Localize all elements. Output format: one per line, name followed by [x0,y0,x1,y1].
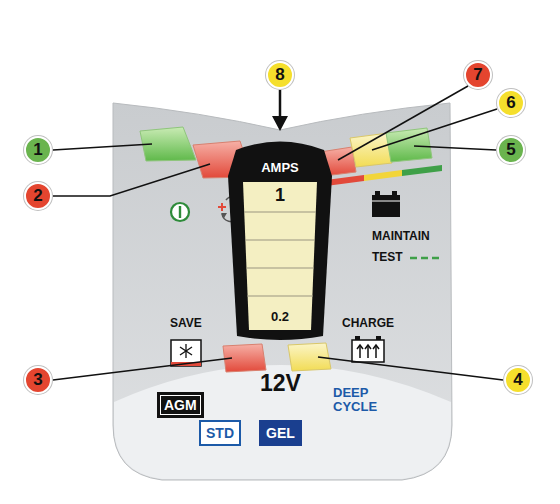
callout-number: 5 [497,136,525,164]
callout-text: 2 [33,186,42,206]
gauge-text: AMPS [228,160,332,175]
battery-type-badge: AGM [157,392,204,418]
callout-text: 5 [506,140,515,160]
callout-number: 1 [24,136,52,164]
callout-number: 8 [266,61,294,89]
mode-label: SAVE [170,316,202,330]
mode-label: CHARGE [342,316,394,330]
callout-text: 4 [513,370,522,390]
callout-text: 8 [275,65,284,85]
battery-type-badge: STD [199,420,241,446]
callout-number: 7 [464,61,492,89]
callout-number: 6 [497,89,525,117]
badge-text: GEL [266,425,295,441]
battery-type-badge: GEL [259,420,302,446]
callout-text: 7 [473,65,482,85]
callout-number: 2 [24,182,52,210]
amps-gauge: AMPS 1 0.2 [228,143,332,340]
badge-text: AGM [164,397,197,413]
badge-text: STD [206,425,234,441]
voltage-label: 12V [260,370,301,397]
callout-number: 3 [24,366,52,394]
status-label: MAINTAIN [372,229,430,243]
gauge-text: 0.2 [228,309,332,324]
gauge-text: 1 [228,185,332,206]
callout-text: 3 [33,370,42,390]
battery-type-label: DEEP CYCLE [333,386,395,415]
callout-text: 6 [506,93,515,113]
status-label: TEST [372,250,403,264]
callout-text: 1 [33,140,42,160]
callout-number: 4 [504,366,532,394]
